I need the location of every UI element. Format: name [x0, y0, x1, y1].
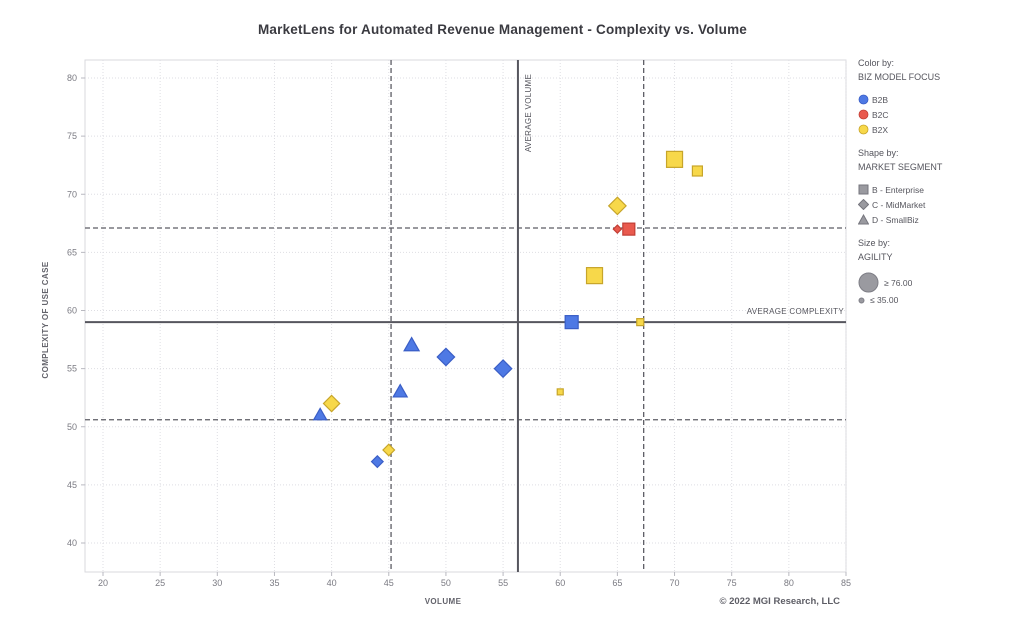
legend-size-items: ≥ 76.00 ≤ 35.00	[858, 272, 1020, 305]
tick-label-x-65: 65	[612, 578, 622, 588]
tick-label-x-75: 75	[727, 578, 737, 588]
point-B2B-diamond-50-56[interactable]	[436, 347, 456, 367]
legend-size-item-1-label: ≤ 35.00	[870, 295, 899, 305]
tick-label-x-45: 45	[384, 578, 394, 588]
point-B2X-square-63-63[interactable]	[585, 267, 604, 285]
legend-item-b2x-label: B2X	[872, 124, 889, 135]
grid-layer: 20 25 30 35 40 45 50 55 60 65 70 75 80 85 40 45 50 55 60 65…	[67, 59, 851, 588]
legend-item-diamond[interactable]: C - MidMarket	[858, 197, 1020, 212]
copyright-text: © 2022 MGI Research, LLC	[719, 596, 840, 607]
reference-lines-layer	[85, 60, 846, 572]
point-B2X-square-72-72[interactable]	[691, 165, 704, 177]
point-B2B-diamond-55-55[interactable]	[493, 359, 513, 379]
legend-item-b2x[interactable]: B2X	[858, 122, 1020, 137]
legend-item-triangle[interactable]: D - SmallBiz	[858, 212, 1020, 227]
tick-label-x-50: 50	[441, 578, 451, 588]
legend-item-diamond-label: C - MidMarket	[872, 199, 926, 210]
legend-size-item-1: ≤ 35.00	[858, 295, 1020, 305]
point-B2X-square-67-59[interactable]	[636, 318, 645, 327]
b2c-color-icon	[858, 109, 869, 120]
tick-label-x-20: 20	[98, 578, 108, 588]
tick-label-y-80: 80	[67, 73, 77, 83]
average-complexity-label: AVERAGE COMPLEXITY	[747, 307, 845, 316]
x-axis-title: VOLUME	[425, 597, 462, 606]
legend-item-b2b[interactable]: B2B	[858, 92, 1020, 107]
tick-label-y-45: 45	[67, 480, 77, 490]
size-circle-icon-1	[858, 297, 865, 303]
chart-legend: Color by: BIZ MODEL FOCUS B2B B2C B2X Shap…	[858, 56, 1020, 305]
legend-color-heading: Color by:	[858, 58, 895, 68]
point-B2B-triangle-39-51[interactable]	[312, 407, 328, 421]
legend-shape-heading: Shape by:	[858, 148, 899, 158]
tick-label-x-60: 60	[555, 578, 565, 588]
point-B2X-square-60-53[interactable]	[556, 388, 564, 396]
point-B2X-diamond-45-48[interactable]	[382, 443, 396, 457]
legend-item-b2b-label: B2B	[872, 94, 889, 105]
y-axis-title: COMPLEXITY OF USE CASE	[41, 261, 50, 378]
square-icon	[858, 184, 869, 195]
legend-item-b2c-label: B2C	[872, 109, 889, 120]
legend-size-item-0: ≥ 76.00	[858, 272, 1020, 293]
tick-label-x-80: 80	[784, 578, 794, 588]
tick-label-y-70: 70	[67, 189, 77, 199]
tick-label-y-40: 40	[67, 538, 77, 548]
tick-label-x-35: 35	[269, 578, 279, 588]
point-B2C-diamond-65-67[interactable]	[612, 224, 623, 235]
b2x-color-icon	[858, 124, 869, 135]
point-B2X-diamond-40-52[interactable]	[322, 394, 341, 413]
legend-shape-field: MARKET SEGMENT	[858, 162, 943, 172]
legend-size-heading: Size by:	[858, 238, 891, 248]
legend-shape-items: B - Enterprise C - MidMarket D - SmallBiz	[858, 182, 1020, 227]
tick-label-x-70: 70	[670, 578, 680, 588]
point-B2B-triangle-46-53[interactable]	[392, 383, 409, 398]
legend-size-field: AGILITY	[858, 252, 893, 262]
point-B2X-square-70-73[interactable]	[665, 150, 684, 168]
point-B2B-square-61-59[interactable]	[564, 315, 579, 330]
tick-label-x-40: 40	[327, 578, 337, 588]
legend-item-b2c[interactable]: B2C	[858, 107, 1020, 122]
tick-label-x-55: 55	[498, 578, 508, 588]
tick-label-y-65: 65	[67, 247, 77, 257]
tick-label-x-85: 85	[841, 578, 851, 588]
diamond-icon	[858, 199, 869, 210]
tick-label-x-25: 25	[155, 578, 165, 588]
point-B2C-square-66-67[interactable]	[622, 222, 636, 236]
triangle-icon	[858, 214, 869, 225]
legend-item-square[interactable]: B - Enterprise	[858, 182, 1020, 197]
size-circle-icon-0	[858, 272, 879, 293]
legend-color-field: BIZ MODEL FOCUS	[858, 72, 941, 82]
point-B2B-diamond-44-47[interactable]	[370, 454, 384, 469]
chart-title: MarketLens for Automated Revenue Managem…	[257, 22, 747, 37]
point-B2X-diamond-65-69[interactable]	[607, 196, 627, 216]
data-points-layer	[312, 150, 704, 469]
average-volume-label: AVERAGE VOLUME	[524, 74, 533, 152]
tick-label-y-60: 60	[67, 306, 77, 316]
tick-label-y-75: 75	[67, 131, 77, 141]
legend-item-square-label: B - Enterprise	[872, 184, 924, 195]
legend-color-items: B2B B2C B2X	[858, 92, 1020, 137]
tick-label-x-30: 30	[212, 578, 222, 588]
legend-item-triangle-label: D - SmallBiz	[872, 214, 919, 225]
tick-label-y-50: 50	[67, 422, 77, 432]
tick-label-y-55: 55	[67, 364, 77, 374]
point-B2B-triangle-47-57[interactable]	[403, 336, 421, 352]
legend-size-item-0-label: ≥ 76.00	[884, 277, 913, 288]
b2b-color-icon	[858, 94, 869, 105]
